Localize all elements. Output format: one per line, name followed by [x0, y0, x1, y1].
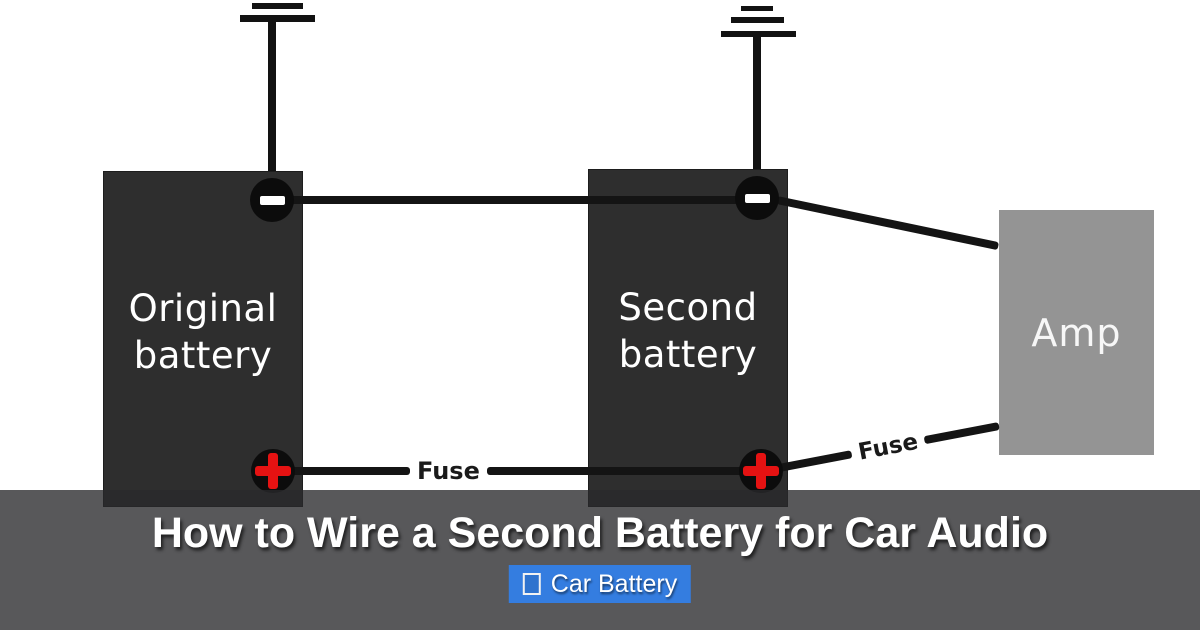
original-positive-terminal [251, 449, 295, 493]
second-positive-terminal [739, 449, 783, 493]
wire-segment [272, 467, 410, 475]
wire-segment [486, 467, 761, 475]
negative-amp-wire [776, 196, 1000, 251]
missing-glyph-icon [522, 573, 541, 595]
original-battery-label: Original battery [128, 286, 278, 377]
ground-bar-long [721, 31, 796, 37]
wire-segment [778, 450, 853, 472]
ground-bar-short [741, 6, 773, 11]
positive-link-wire: Fuse [272, 457, 761, 485]
plus-icon [254, 452, 292, 490]
ground-stem-wire [268, 21, 276, 182]
plus-vertical-bar [268, 453, 278, 489]
ground-bar-medium [731, 17, 784, 23]
ground-stem-wire [753, 36, 761, 181]
page-title: How to Wire a Second Battery for Car Aud… [151, 509, 1049, 557]
amp-box: Amp [999, 210, 1154, 455]
second-battery-label: Second battery [618, 285, 758, 376]
minus-icon [744, 193, 770, 203]
title-overlay-bar [0, 490, 1200, 630]
fuse-label-main: Fuse [417, 457, 480, 485]
plus-vertical-bar [756, 453, 766, 489]
fuse-label-amp: Fuse [856, 428, 921, 466]
ground-bar-short [252, 3, 303, 9]
ground-bar-long [240, 15, 315, 22]
original-negative-terminal [250, 178, 294, 222]
positive-amp-fuse-wire: Fuse [776, 412, 1001, 481]
second-negative-terminal [735, 176, 779, 220]
category-badge[interactable]: Car Battery [508, 565, 692, 603]
plus-icon [742, 452, 780, 490]
wire-segment [923, 422, 1000, 445]
category-badge-label: Car Battery [550, 569, 678, 598]
minus-icon [259, 195, 285, 205]
amp-label: Amp [1031, 310, 1122, 355]
negative-link-wire [272, 196, 757, 204]
